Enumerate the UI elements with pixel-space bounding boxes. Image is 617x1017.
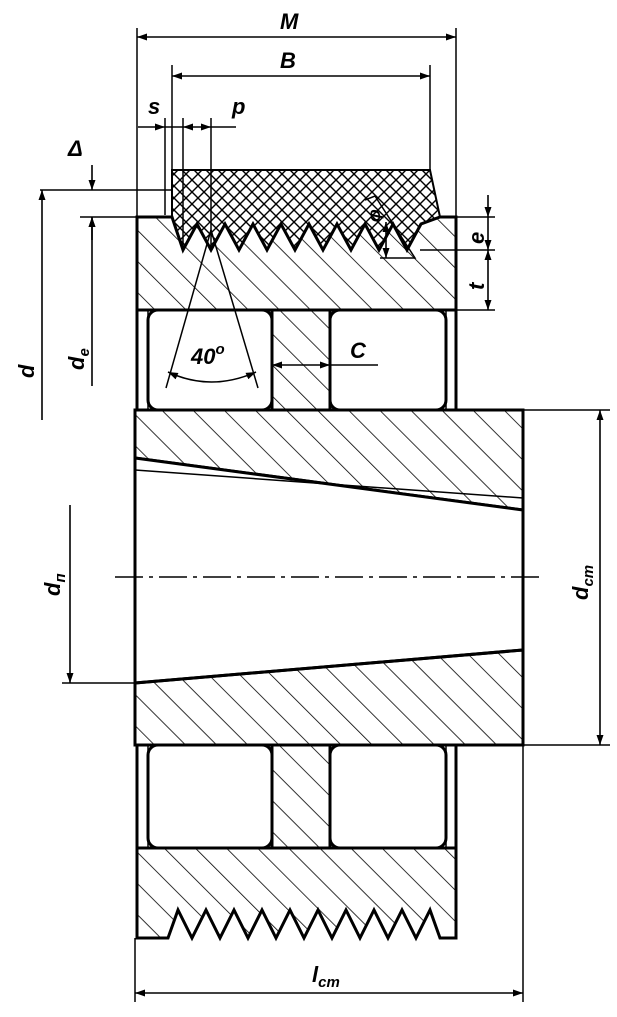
label-dcm: dст (568, 565, 597, 600)
label-delta: Δ (67, 136, 83, 161)
label-t: t (464, 281, 489, 290)
bottom-rim-section (135, 846, 458, 942)
label-phi: φ (364, 209, 384, 222)
label-d: d (14, 364, 39, 378)
label-e: e (464, 232, 489, 244)
label-M: M (280, 9, 299, 34)
lower-web (270, 743, 332, 850)
label-B: B (280, 48, 296, 73)
label-angle: 40o (190, 341, 225, 369)
hub-web (270, 308, 332, 412)
label-s: s (148, 94, 160, 119)
label-dn: dп (40, 573, 69, 596)
label-C: C (350, 338, 367, 363)
label-p: p (231, 94, 245, 119)
label-lcm: lст (312, 962, 340, 991)
belt-section (171, 169, 442, 253)
label-de: de (64, 348, 93, 370)
